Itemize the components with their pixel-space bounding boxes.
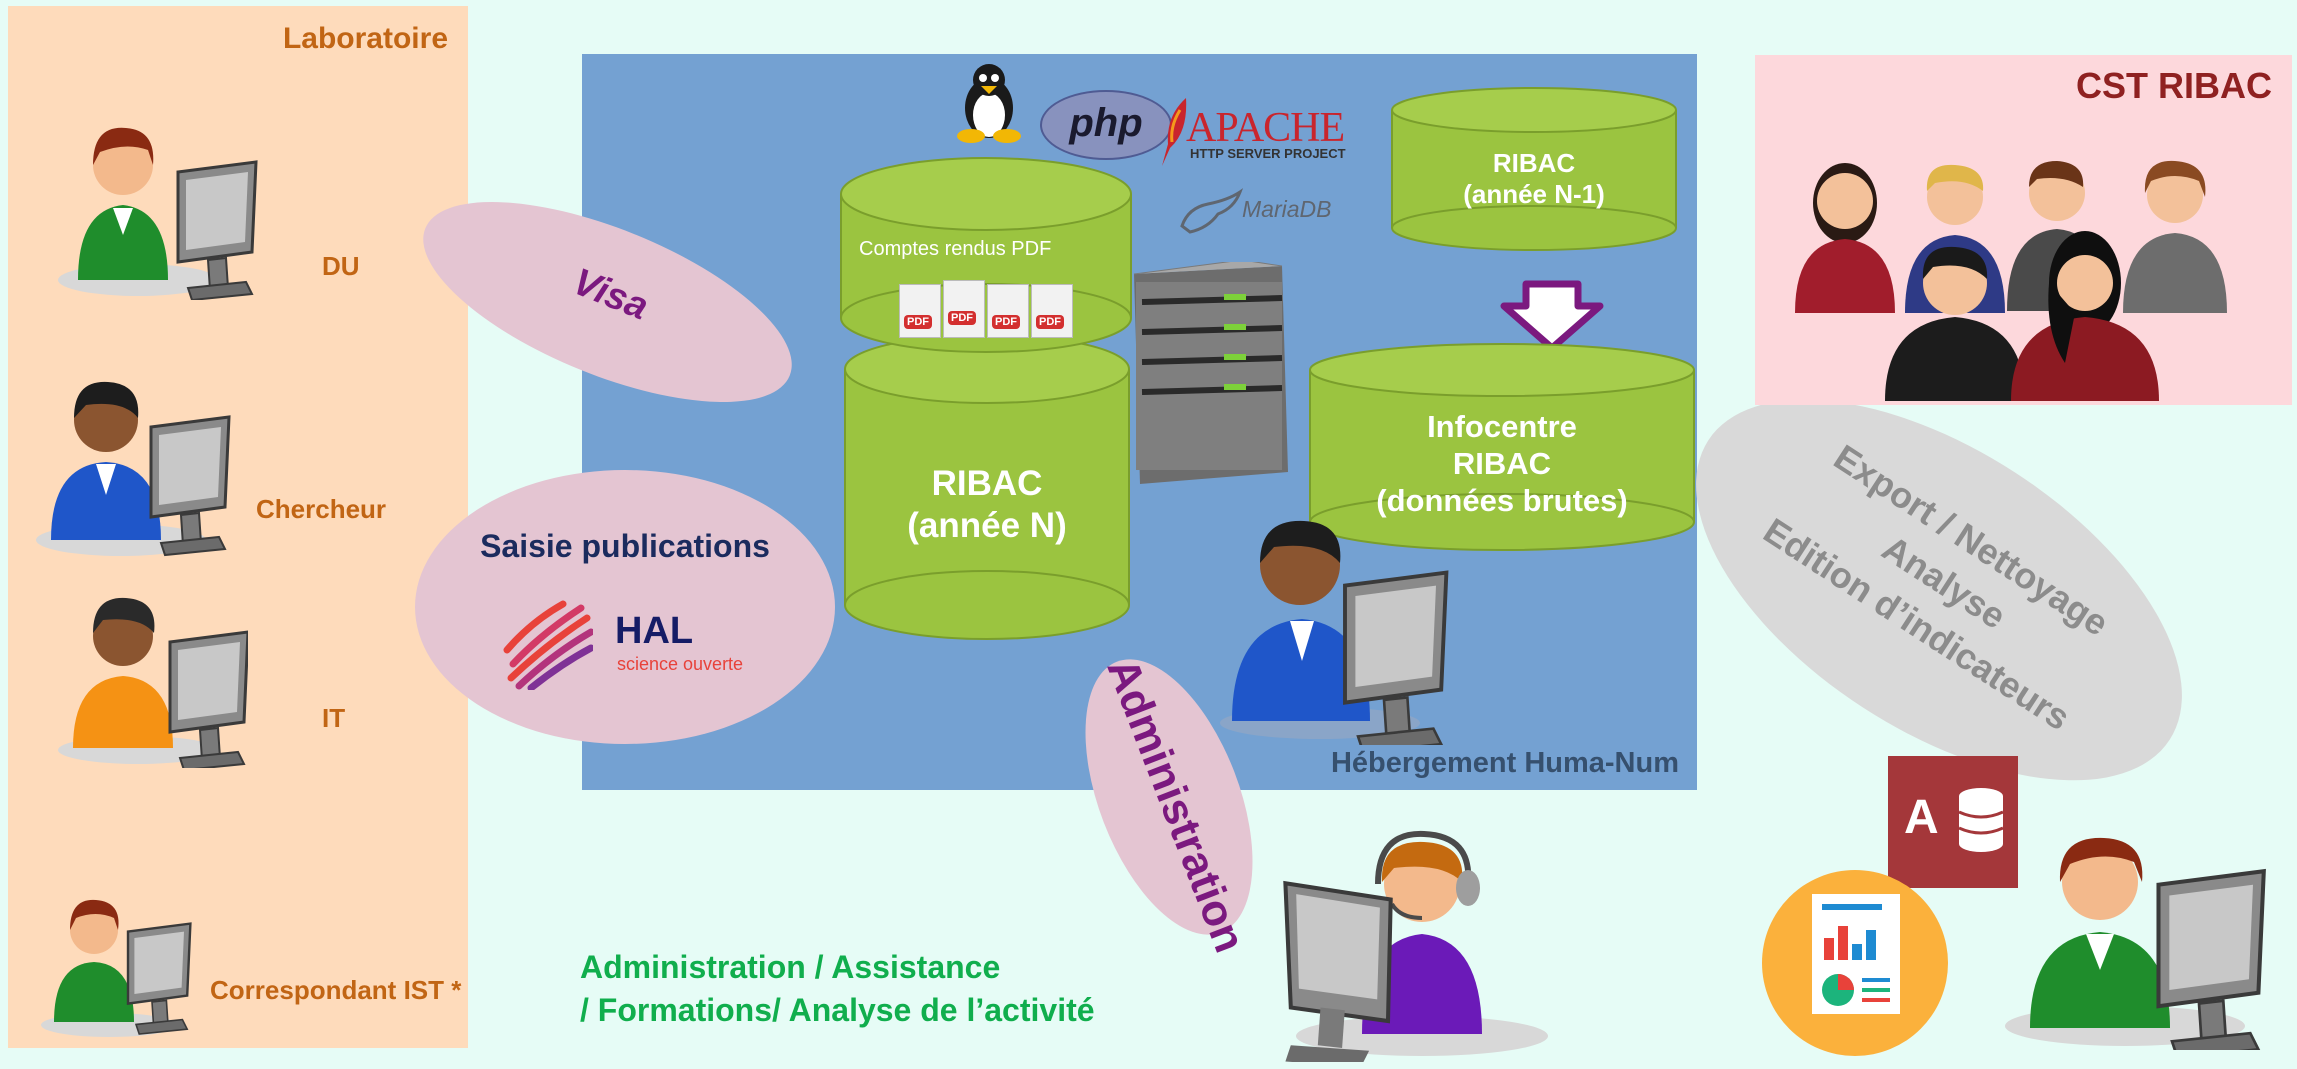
php-logo: php <box>1040 90 1172 160</box>
role-it: IT <box>322 703 346 733</box>
hal-name: HAL <box>615 610 694 652</box>
chercheur-user-icon <box>26 370 236 560</box>
linux-tux-icon <box>953 60 1025 144</box>
pdf-reports-label: Comptes rendus PDF <box>859 238 1052 260</box>
server-icon <box>1122 262 1292 488</box>
ribac-n1-cylinder: RIBAC (année N-1) <box>1390 86 1678 254</box>
huma-num-user-icon <box>1210 505 1450 745</box>
hal-tagline: science ouverte <box>617 654 744 674</box>
it-user-icon <box>48 588 248 768</box>
cst-ribac-panel: CST RIBAC <box>1755 55 2292 405</box>
down-arrow-icon <box>1500 280 1604 352</box>
infocentre-title: Infocentre <box>1427 409 1577 444</box>
infocentre-subtitle: (données brutes) <box>1376 483 1628 518</box>
ribac-n-year: (année N) <box>907 506 1067 545</box>
role-correspondant: Correspondant IST * <box>210 975 462 1005</box>
laboratoire-title: Laboratoire <box>282 22 448 55</box>
saisie-bubble: Saisie publications HAL science ouverte <box>415 470 835 744</box>
saisie-label: Saisie publications <box>480 528 770 564</box>
bottom-caption-line-1: Administration / Assistance <box>580 949 1001 985</box>
cst-user-icon <box>2000 820 2270 1050</box>
bottom-caption-line-2: / Formations/ Analyse de l’activité <box>580 992 1095 1028</box>
ribac-n1-title: RIBAC <box>1492 148 1576 178</box>
apache-logo-subtitle: HTTP SERVER PROJECT <box>1190 146 1346 161</box>
hal-logo-icon <box>501 598 593 690</box>
apache-feather-icon <box>1158 96 1192 168</box>
export-line-2: Analyse <box>1875 527 2014 637</box>
mariadb-logo-text: MariaDB <box>1242 196 1332 222</box>
bottom-caption: Administration / Assistance / Formations… <box>580 946 1095 1032</box>
ribac-n-title: RIBAC <box>931 464 1043 503</box>
report-chart-icon <box>1760 868 1950 1058</box>
mariadb-seal-icon <box>1178 188 1244 236</box>
role-du: DU <box>322 251 360 281</box>
pdf-reports-cylinder: Comptes rendus PDF PDF PDF PDF PDF <box>839 156 1133 356</box>
role-chercheur: Chercheur <box>256 494 387 524</box>
huma-num-label: Hébergement Huma-Num <box>1330 747 1679 779</box>
cst-ribac-title: CST RIBAC <box>2076 65 2272 106</box>
access-app-icon: A <box>1888 756 2018 888</box>
correspondant-user-icon <box>34 890 204 1040</box>
group-people-icon <box>1775 133 2275 403</box>
support-user-icon <box>1282 822 1562 1062</box>
infocentre-ribac: RIBAC <box>1452 446 1552 481</box>
du-user-icon <box>48 120 258 300</box>
ribac-n1-year: (année N-1) <box>1463 179 1605 209</box>
ribac-n-cylinder: RIBAC (année N) <box>843 333 1131 641</box>
apache-logo-text: APACHE <box>1186 105 1345 151</box>
pdf-files-icon: PDF PDF PDF PDF <box>899 280 1073 338</box>
infocentre-cylinder: Infocentre RIBAC (données brutes) <box>1308 342 1696 554</box>
